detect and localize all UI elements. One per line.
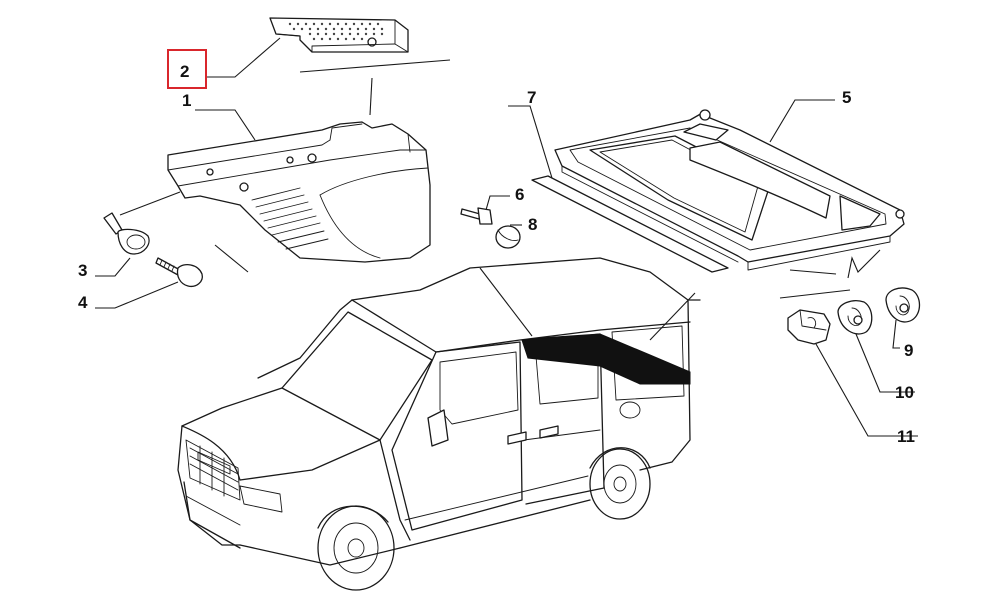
cargo-area-highlight [521, 333, 691, 385]
part-4-bolt [155, 257, 203, 288]
projection-line-1a [119, 191, 181, 216]
projection-line-2 [299, 59, 451, 73]
part-3-push-clip [103, 212, 150, 255]
projection-line-cargo-b [649, 292, 696, 341]
projection-line-5b [789, 269, 837, 275]
callout-3: 3 [78, 261, 87, 280]
projection-star [847, 249, 881, 279]
part-7-seal-strip [531, 175, 729, 273]
callout-2: 2 [180, 62, 189, 81]
callout-11: 11 [897, 427, 915, 446]
leader-9 [892, 319, 900, 349]
leader-11 [815, 343, 918, 437]
leader-2 [205, 37, 281, 78]
callout-10: 10 [895, 383, 914, 402]
projection-line-cargo-a [479, 267, 533, 337]
leader-6 [485, 195, 510, 211]
leader-7 [508, 105, 553, 179]
part-1-console-tray [167, 121, 431, 263]
leader-3 [95, 257, 131, 277]
projection-line-1b [214, 244, 249, 273]
vehicle-van [177, 257, 701, 591]
part-6-screw [460, 207, 493, 225]
leader-1 [195, 109, 256, 141]
part-9-clip [885, 287, 921, 323]
highlight-box-2 [167, 49, 207, 89]
part-5-parcel-shelf [554, 109, 905, 271]
callout-1: 1 [182, 91, 191, 110]
callout-7: 7 [527, 88, 536, 107]
callout-group: 2 1 7 5 6 8 3 4 9 10 11 [78, 49, 915, 446]
part-8-cap [495, 225, 521, 249]
part-2-vent-panel [269, 17, 409, 53]
callout-9: 9 [904, 341, 913, 360]
callout-6: 6 [515, 185, 524, 204]
callout-4: 4 [78, 293, 88, 312]
leader-4 [95, 281, 179, 309]
projection-line-5a [779, 289, 851, 299]
callout-5: 5 [842, 88, 851, 107]
callout-8: 8 [528, 215, 537, 234]
leader-5 [769, 99, 835, 143]
part-11-clip [787, 309, 831, 345]
part-10-clip [837, 300, 873, 335]
projection-line-2b [369, 77, 373, 116]
leader-10 [855, 333, 915, 393]
